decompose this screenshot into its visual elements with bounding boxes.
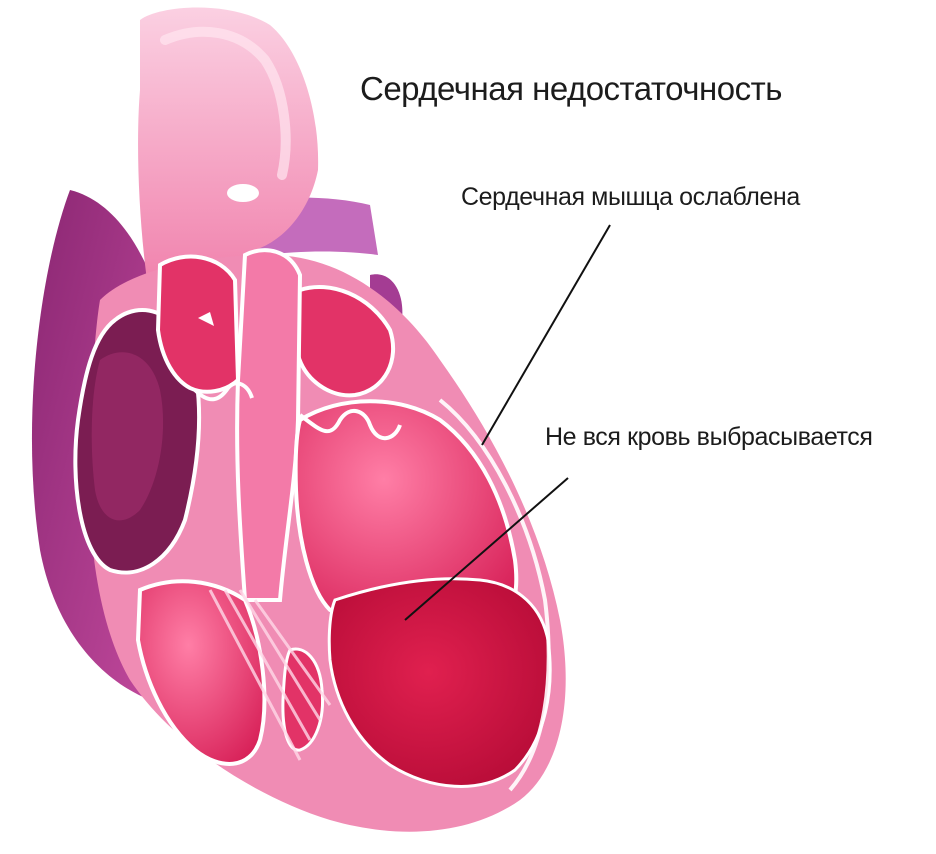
papillary-muscle	[283, 649, 323, 750]
aorta	[138, 8, 318, 301]
right-ventricle	[138, 581, 264, 764]
aortic-opening	[227, 184, 259, 202]
leader-line-muscle	[482, 225, 610, 445]
callout-weakened-muscle: Сердечная мышца ослаблена	[461, 183, 800, 212]
diagram-title: Сердечная недостаточность	[360, 70, 782, 108]
callout-blood-not-ejected: Не вся кровь выбрасывается	[545, 423, 873, 452]
